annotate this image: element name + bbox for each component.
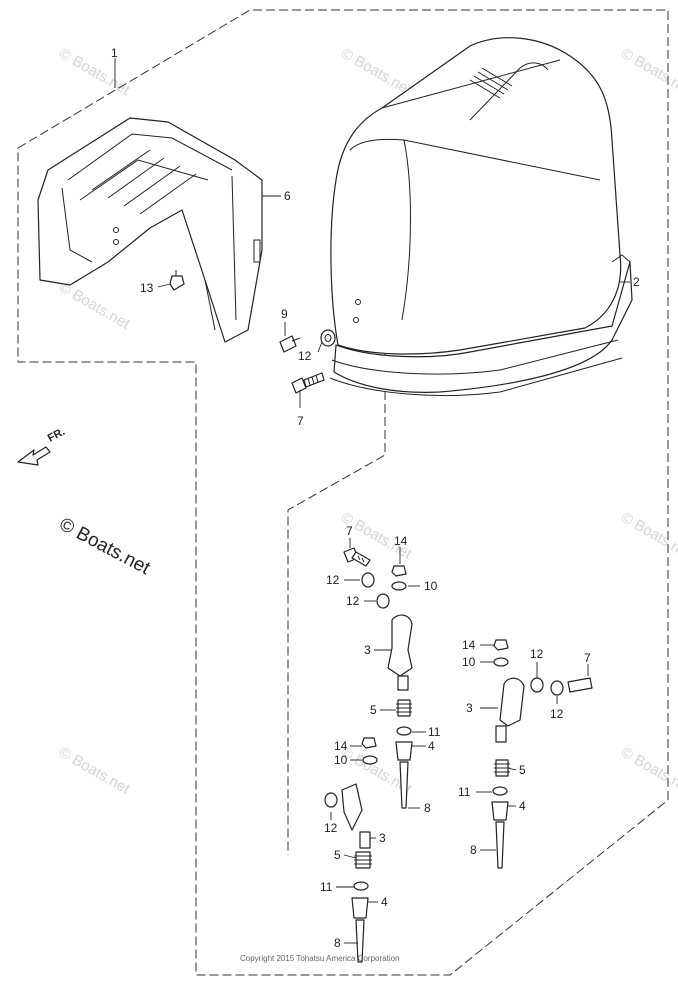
callout-11: 11 xyxy=(458,785,471,799)
callout-14: 14 xyxy=(334,739,348,753)
callout-4: 4 xyxy=(381,895,388,909)
callout-8: 8 xyxy=(470,843,477,857)
washer-part-11 xyxy=(396,726,412,736)
callout-7: 7 xyxy=(346,524,353,538)
callout-2: 2 xyxy=(633,275,640,289)
cover-slot xyxy=(253,239,261,263)
callout-5: 5 xyxy=(334,848,341,862)
callout-11: 11 xyxy=(428,725,441,739)
callout-13: 13 xyxy=(140,281,154,295)
callout-1: 1 xyxy=(111,46,118,60)
grommet-part-12 xyxy=(324,792,338,808)
bushing-part-4 xyxy=(351,897,369,919)
watermark-text: © Boats.net xyxy=(56,279,133,333)
callout-10: 10 xyxy=(334,753,348,767)
callout-10: 10 xyxy=(424,579,438,593)
latch-stem xyxy=(495,725,507,743)
watermark-text: © Boats.net xyxy=(618,45,678,99)
callout-10: 10 xyxy=(462,655,476,669)
callout-14: 14 xyxy=(394,534,408,548)
watermark-text: © Boats.net xyxy=(338,45,415,99)
nut-part-14 xyxy=(493,639,509,651)
grommet-part-12 xyxy=(320,329,336,347)
callout-9: 9 xyxy=(281,307,288,321)
front-arrow-icon xyxy=(17,446,51,466)
callout-11: 11 xyxy=(320,880,333,894)
watermark-text: © Boats.net xyxy=(56,45,133,99)
callout-3: 3 xyxy=(466,701,473,715)
nut-part-14 xyxy=(361,737,377,749)
front-direction-indicator: FR. xyxy=(17,426,67,466)
latch-assembly-upper xyxy=(343,547,413,809)
bolt-part-7 xyxy=(567,677,593,693)
assembly-boundary xyxy=(17,9,669,976)
inner-cover-part-6 xyxy=(37,117,263,343)
callout-5: 5 xyxy=(370,703,377,717)
grommet-part-12 xyxy=(550,680,564,696)
callout-12: 12 xyxy=(530,647,544,661)
callout-12: 12 xyxy=(326,573,340,587)
leader-lines xyxy=(114,58,630,944)
watermark-text: © Boats.net xyxy=(618,744,678,798)
bushing-part-4 xyxy=(395,741,413,761)
grommet-part-12 xyxy=(361,572,375,588)
callout-8: 8 xyxy=(424,801,431,815)
callout-5: 5 xyxy=(519,763,526,777)
latch-assembly-right xyxy=(491,639,593,869)
callout-6: 6 xyxy=(284,189,291,203)
washer-part-10 xyxy=(362,755,378,765)
washer-part-11 xyxy=(492,786,508,796)
callout-labels: 1 2 6 13 9 12 7 7 14 12 10 12 3 5 11 4 8… xyxy=(111,46,640,950)
callout-3: 3 xyxy=(379,831,386,845)
washer-part-11 xyxy=(353,881,369,891)
screw-part-13 xyxy=(169,270,185,291)
grommet-part-12 xyxy=(530,677,544,693)
callout-12: 12 xyxy=(550,707,564,721)
pin-part-8 xyxy=(355,919,365,963)
watermark-text: © Boats.net xyxy=(56,744,133,798)
copyright-notice: Copyright 2015 Tohatsu America Corporati… xyxy=(240,954,400,963)
callout-3: 3 xyxy=(364,643,371,657)
boats-net-watermark: © Boats.net xyxy=(56,514,154,580)
callout-7: 7 xyxy=(297,414,304,428)
latch-stem xyxy=(359,831,371,849)
latch-part-3 xyxy=(387,614,413,677)
pin-part-8 xyxy=(495,821,505,869)
bushing-part-4 xyxy=(491,801,509,821)
front-label: FR. xyxy=(46,426,67,445)
bolt-part-7 xyxy=(291,377,307,394)
callout-12: 12 xyxy=(298,349,312,363)
callout-12: 12 xyxy=(346,594,360,608)
grommet-part-12 xyxy=(376,593,390,609)
watermark-text: © Boats.net xyxy=(618,509,678,563)
callout-4: 4 xyxy=(519,799,526,813)
nut-part-14 xyxy=(391,565,407,577)
engine-cover-part-2 xyxy=(329,37,633,397)
pin-part-8 xyxy=(399,761,409,809)
callout-7: 7 xyxy=(584,651,591,665)
callout-14: 14 xyxy=(462,638,476,652)
washer-part-10 xyxy=(493,657,509,667)
latch-stem xyxy=(397,675,409,691)
washer-part-10 xyxy=(391,581,407,591)
upper-fasteners xyxy=(279,329,336,394)
bolt-part-9 xyxy=(279,335,297,353)
callout-12: 12 xyxy=(324,821,338,835)
hardware-group-boundary xyxy=(287,300,386,855)
latch-part-3 xyxy=(341,783,363,831)
latch-part-3 xyxy=(499,677,525,727)
latch-assembly-lower-left xyxy=(324,737,378,963)
callout-4: 4 xyxy=(428,739,435,753)
callout-8: 8 xyxy=(334,936,341,950)
